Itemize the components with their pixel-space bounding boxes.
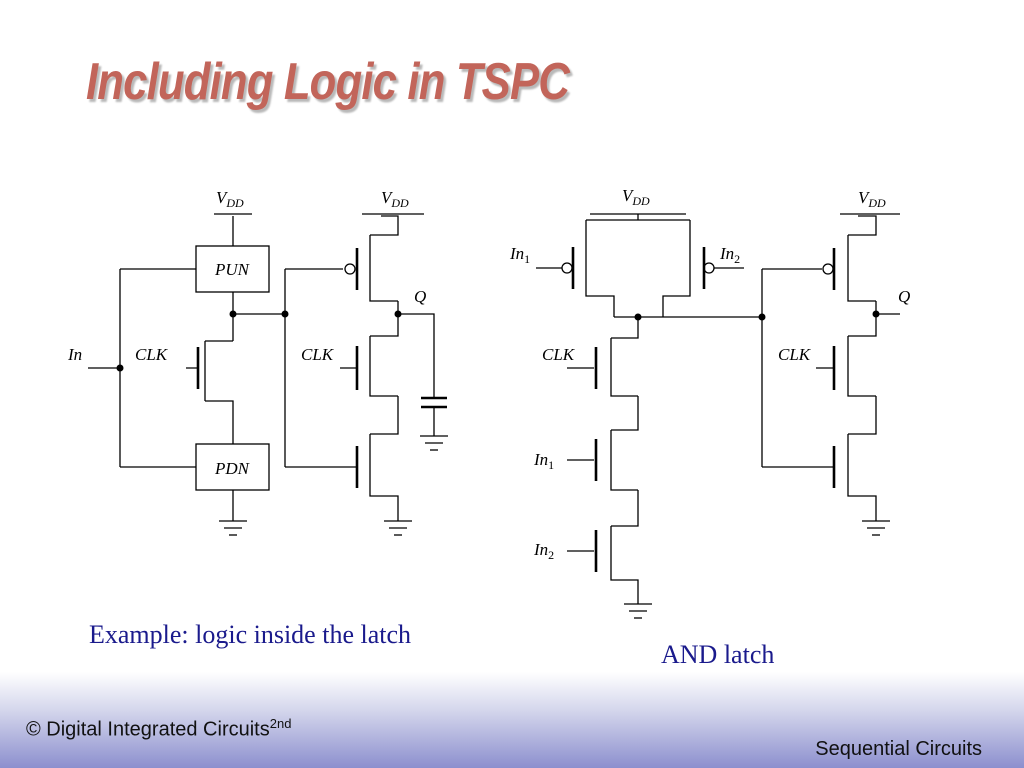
left-clk2-label: CLK	[301, 345, 335, 364]
ground-icon	[384, 520, 412, 536]
junction-dot	[394, 310, 402, 318]
caption-right: AND latch	[661, 640, 775, 669]
ground-icon	[420, 435, 448, 451]
right-in2-bot-label: In2	[533, 540, 554, 562]
right-in1-top-label: In1	[509, 244, 530, 266]
right-in1-bot-label: In1	[533, 450, 554, 472]
right-clk1-label: CLK	[542, 345, 576, 364]
junction-dot	[281, 310, 289, 318]
right-and-latch	[536, 213, 900, 619]
footer-chapter: Sequential Circuits	[815, 738, 982, 760]
footer-course-title: © Digital Integrated Circuits2nd	[26, 716, 291, 742]
caption-left: Example: logic inside the latch	[89, 620, 412, 649]
junction-dot	[116, 364, 124, 372]
right-stage1-wires	[536, 213, 762, 604]
ground-icon	[862, 520, 890, 536]
right-pmos-bubble	[822, 263, 834, 275]
left-pun-block	[195, 245, 270, 293]
pdn-label: PDN	[214, 459, 251, 478]
right-in2-top-label: In2	[719, 244, 740, 266]
left-stage2-wires	[284, 213, 435, 521]
left-q-label: Q	[414, 287, 426, 306]
left-pmos-bubble	[344, 263, 356, 275]
slide-title: Including Logic in TSPC	[86, 53, 570, 111]
footer-course-text: © Digital Integrated Circuits	[26, 718, 270, 741]
junction-dot	[872, 310, 880, 318]
left-tspc-logic-latch	[88, 213, 448, 536]
left-vdd2-label: VDD	[381, 188, 409, 210]
right-stage2-wires	[761, 213, 900, 521]
right-in1-pmos-bubble	[561, 262, 573, 274]
junction-dot	[634, 313, 642, 321]
ground-icon	[624, 603, 652, 619]
right-q-label: Q	[898, 287, 910, 306]
right-vdd1-label: VDD	[622, 186, 650, 208]
pun-label: PUN	[214, 260, 251, 279]
right-clk2-label: CLK	[778, 345, 812, 364]
left-in-label: In	[67, 345, 82, 364]
ground-icon	[219, 520, 247, 536]
left-clk1-label: CLK	[135, 345, 169, 364]
junction-dot	[758, 313, 766, 321]
right-vdd2-label: VDD	[858, 188, 886, 210]
left-pdn-block	[195, 443, 270, 491]
junction-dot	[229, 310, 237, 318]
footer-edition: 2nd	[269, 716, 292, 731]
left-vdd1-label: VDD	[216, 188, 244, 210]
right-in2-pmos-bubble	[703, 262, 715, 274]
footer-bar: © Digital Integrated Circuits2nd Sequent…	[0, 672, 1024, 768]
